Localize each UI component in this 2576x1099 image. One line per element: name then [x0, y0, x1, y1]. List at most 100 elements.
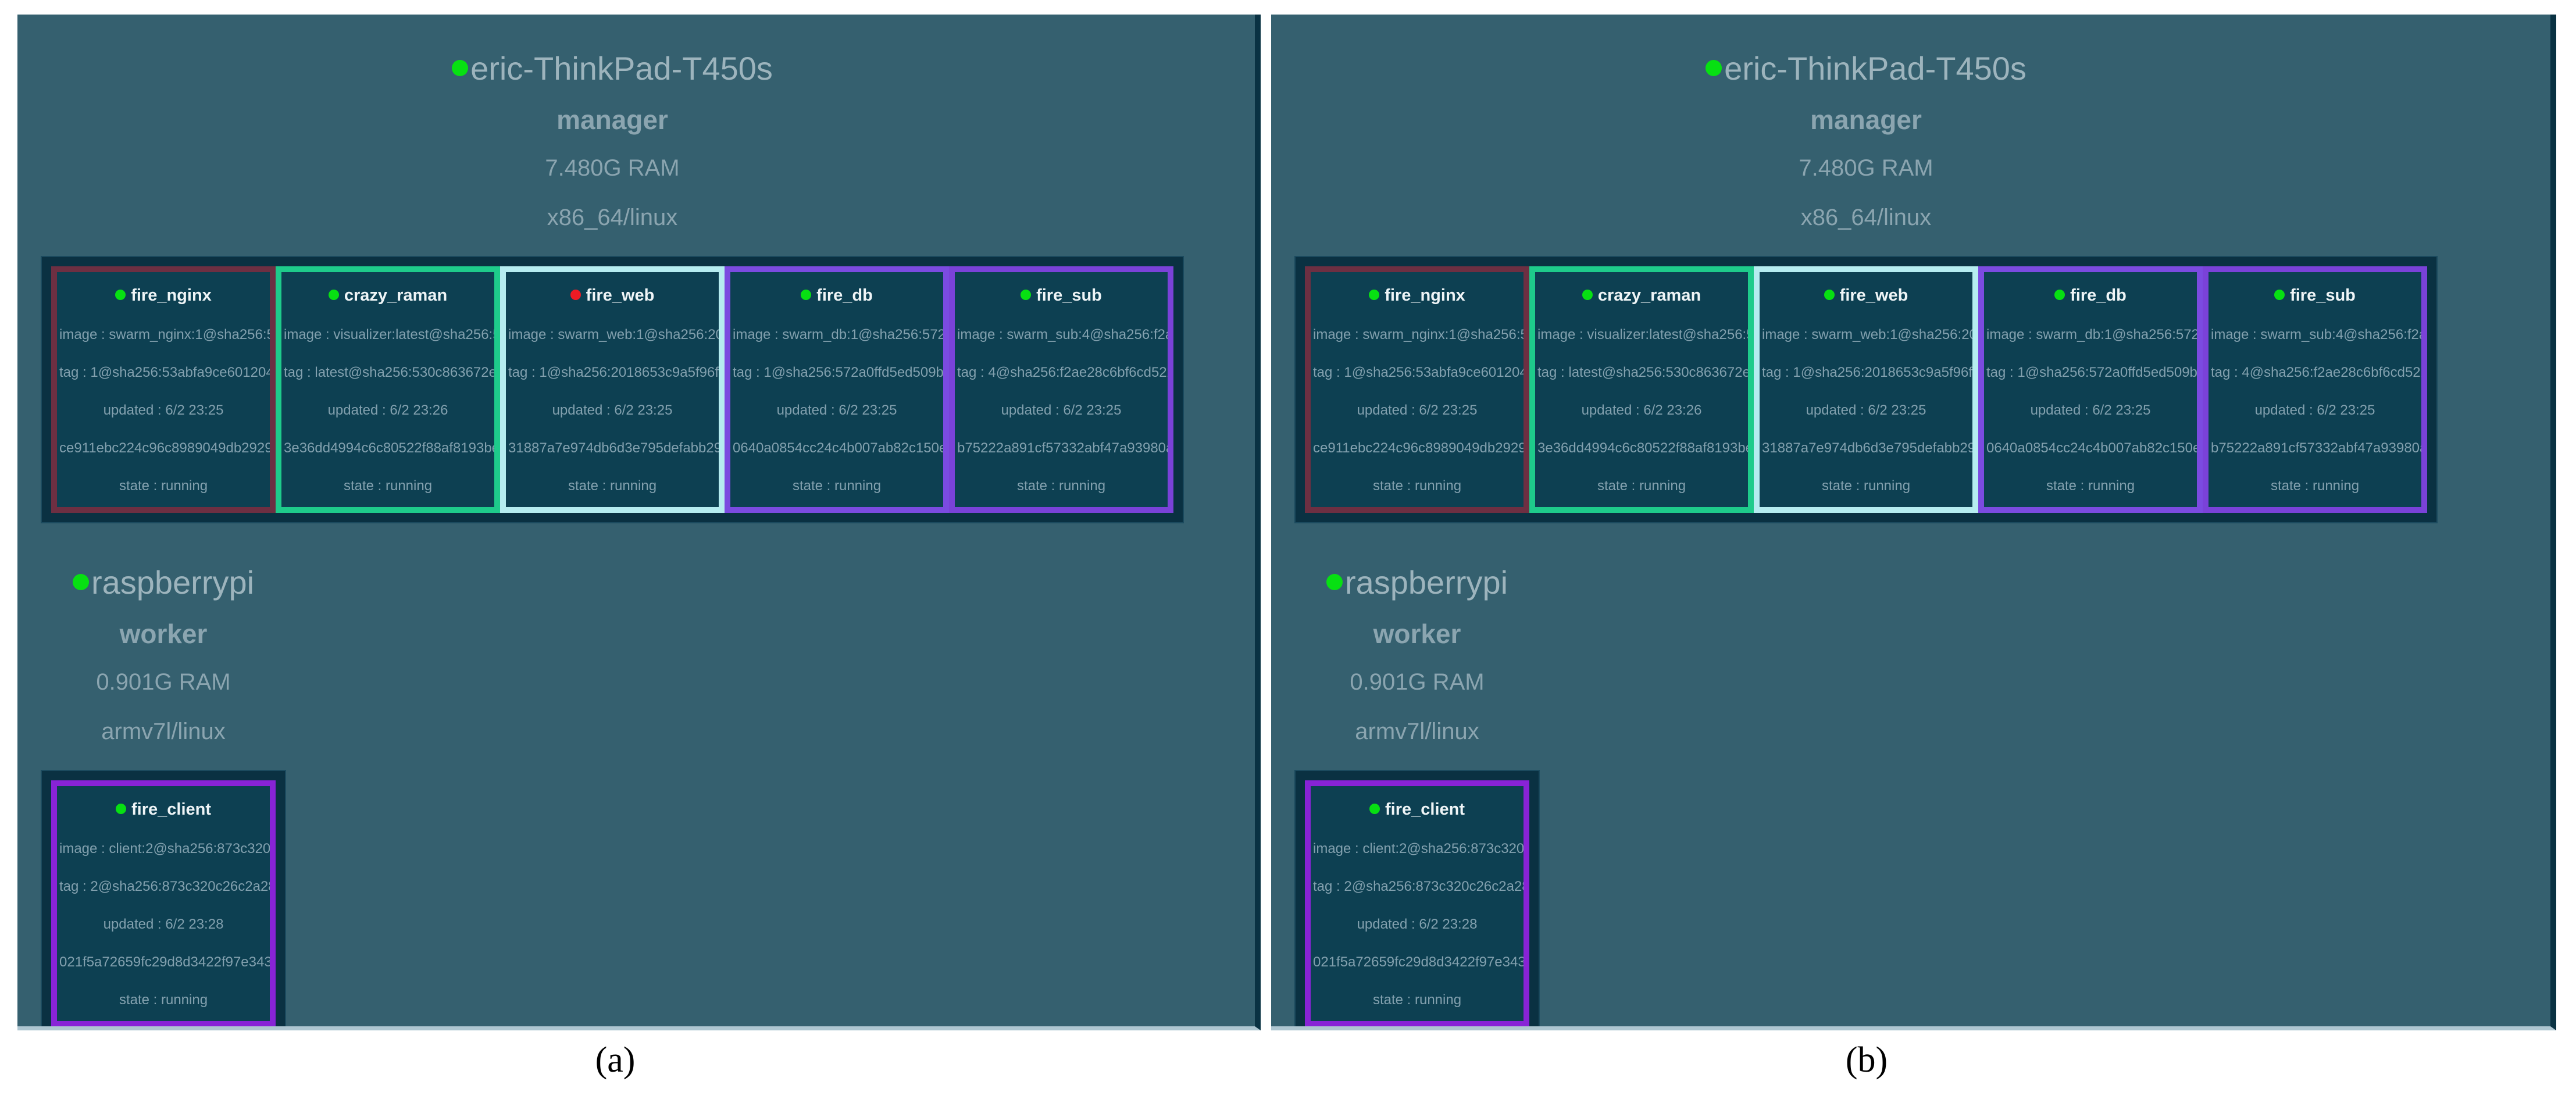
task-image: image : visualizer:latest@sha256:530c863	[1537, 328, 1748, 342]
task-state: state : running	[119, 993, 208, 1007]
task-state: state : running	[119, 479, 208, 493]
task-updated: updated : 6/2 23:25	[2254, 404, 2375, 418]
task-tag: tag : 1@sha256:572a0ffd5ed509bf27a9d5	[1986, 366, 2197, 380]
task-tag: tag : 1@sha256:2018653c9a5f96f797763d	[508, 366, 719, 380]
task-updated: updated : 6/2 23:25	[776, 404, 897, 418]
task-updated: updated : 6/2 23:26	[1581, 404, 1702, 418]
nodes-container: eric-ThinkPad-T450s manager 7.480G RAM x…	[1271, 52, 2550, 1026]
task-updated: updated : 6/2 23:25	[2030, 404, 2151, 418]
node-status-icon	[1706, 60, 1722, 76]
task-state: state : running	[1372, 993, 1462, 1007]
task-updated: updated : 6/2 23:25	[1001, 404, 1122, 418]
swarm-node-raspberrypi: raspberrypi worker 0.901G RAM armv7l/lin…	[1294, 566, 1540, 1026]
task-name: fire_client	[1385, 800, 1465, 819]
node-platform: x86_64/linux	[547, 205, 678, 230]
task-status-icon	[1824, 290, 1835, 300]
node-name: eric-ThinkPad-T450s	[1724, 50, 2026, 87]
task-status-icon	[328, 290, 339, 300]
task-card-fire_db: fire_db image : swarm_db:1@sha256:572a0f…	[725, 266, 949, 513]
task-id: 0640a0854cc24c4b007ab82c150e128ffe8	[733, 441, 943, 455]
task-status-icon	[1369, 290, 1380, 300]
task-tag: tag : 4@sha256:f2ae28c6bf6cd522f61473	[2211, 366, 2421, 380]
visualizer-panel-b: eric-ThinkPad-T450s manager 7.480G RAM x…	[1271, 15, 2556, 1030]
task-updated: updated : 6/2 23:26	[327, 404, 448, 418]
node-ram: 0.901G RAM	[1350, 669, 1485, 695]
task-image: image : visualizer:latest@sha256:530c863	[284, 328, 494, 342]
task-tag: tag : 1@sha256:53abfa9ce601204d8495c2	[59, 366, 270, 380]
node-status-icon	[452, 60, 469, 76]
task-name: fire_nginx	[131, 286, 212, 305]
task-name: fire_sub	[2290, 286, 2356, 305]
figure-caption-a: (a)	[595, 1040, 636, 1080]
task-updated: updated : 6/2 23:25	[1357, 404, 1478, 418]
task-name: fire_web	[1839, 286, 1908, 305]
task-card-fire_client: fire_client image : client:2@sha256:873c…	[1305, 780, 1529, 1026]
task-updated: updated : 6/2 23:25	[1806, 404, 1926, 418]
figure-caption-b: (b)	[1845, 1040, 1888, 1080]
task-updated: updated : 6/2 23:25	[103, 404, 224, 418]
task-title-row: fire_sub	[2208, 287, 2421, 304]
task-title-row: fire_sub	[955, 287, 1168, 304]
task-status-icon	[1021, 290, 1032, 300]
task-card-fire_nginx: fire_nginx image : swarm_nginx:1@sha256:…	[1305, 266, 1529, 513]
node-name: raspberrypi	[1344, 564, 1508, 601]
task-title-row: fire_nginx	[1311, 287, 1524, 304]
task-tag: tag : 1@sha256:2018653c9a5f96f797763d	[1762, 366, 1972, 380]
task-name: fire_db	[816, 286, 873, 305]
task-tag: tag : 2@sha256:873c320c26c2a283aa2d3	[59, 880, 270, 894]
task-tag: tag : latest@sha256:530c863672e7830d7	[1537, 366, 1748, 380]
task-card-fire_nginx: fire_nginx image : swarm_nginx:1@sha256:…	[51, 266, 276, 513]
node-name: eric-ThinkPad-T450s	[470, 50, 773, 87]
node-ram: 0.901G RAM	[96, 669, 231, 695]
task-status-icon	[570, 290, 581, 300]
task-title-row: fire_client	[57, 801, 270, 818]
node-status-icon	[1326, 574, 1343, 590]
task-title-row: fire_db	[1984, 287, 2197, 304]
swarm-node-eric-ThinkPad-T450s: eric-ThinkPad-T450s manager 7.480G RAM x…	[41, 52, 1184, 523]
task-card-fire_client: fire_client image : client:2@sha256:873c…	[51, 780, 276, 1026]
task-id: 31887a7e974db6d3e795defabb290aa88	[1762, 441, 1972, 455]
task-image: image : swarm_web:1@sha256:2018653c9	[508, 328, 719, 342]
task-name: crazy_raman	[1597, 286, 1701, 305]
node-status-icon	[72, 574, 89, 590]
node-role: manager	[556, 105, 668, 135]
node-title-row: eric-ThinkPad-T450s	[41, 52, 1184, 85]
task-id: 31887a7e974db6d3e795defabb290aa88	[508, 441, 719, 455]
node-platform: armv7l/linux	[1355, 719, 1479, 744]
task-state: state : running	[2046, 479, 2135, 493]
task-title-row: fire_web	[506, 287, 719, 304]
task-id: 021f5a72659fc29d8d3422f97e343ea2386	[1313, 955, 1524, 969]
task-state: state : running	[1597, 479, 1686, 493]
nodes-container: eric-ThinkPad-T450s manager 7.480G RAM x…	[17, 52, 1255, 1026]
task-id: 3e36dd4994c6c80522f88af8193be78bfffb	[284, 441, 494, 455]
task-name: crazy_raman	[344, 286, 448, 305]
task-status-icon	[801, 290, 812, 300]
task-title-row: crazy_raman	[281, 287, 494, 304]
task-id: ce911ebc224c96c8989049db2929e3b200	[59, 441, 270, 455]
node-platform: armv7l/linux	[101, 719, 226, 744]
task-image: image : swarm_nginx:1@sha256:53abfa9ce6	[59, 328, 270, 342]
task-updated: updated : 6/2 23:25	[552, 404, 673, 418]
node-title-row: eric-ThinkPad-T450s	[1294, 52, 2438, 85]
task-title-row: crazy_raman	[1535, 287, 1748, 304]
task-tag: tag : 2@sha256:873c320c26c2a283aa2d3	[1313, 880, 1524, 894]
node-role: worker	[119, 619, 208, 649]
node-name: raspberrypi	[91, 564, 255, 601]
task-name: fire_client	[131, 800, 211, 819]
task-tag: tag : 1@sha256:572a0ffd5ed509bf27a9d5	[733, 366, 943, 380]
task-image: image : swarm_db:1@sha256:572a0ffd5ed	[733, 328, 943, 342]
task-tag: tag : 4@sha256:f2ae28c6bf6cd522f61473	[957, 366, 1168, 380]
task-name: fire_sub	[1036, 286, 1102, 305]
visualizer-panel-a: eric-ThinkPad-T450s manager 7.480G RAM x…	[17, 15, 1261, 1030]
task-title-row: fire_db	[730, 287, 943, 304]
task-status-icon	[115, 290, 126, 300]
task-updated: updated : 6/2 23:28	[103, 918, 224, 932]
task-id: b75222a891cf57332abf47a93980a24305	[957, 441, 1168, 455]
task-title-row: fire_client	[1311, 801, 1524, 818]
task-card-fire_db: fire_db image : swarm_db:1@sha256:572a0f…	[1978, 266, 2203, 513]
task-id: 0640a0854cc24c4b007ab82c150e128ffe8	[1986, 441, 2197, 455]
task-status-icon	[116, 804, 126, 814]
node-tasks-container: fire_client image : client:2@sha256:873c…	[1294, 770, 1540, 1026]
task-image: image : swarm_db:1@sha256:572a0ffd5ed	[1986, 328, 2197, 342]
node-title-row: raspberrypi	[1294, 566, 1540, 599]
